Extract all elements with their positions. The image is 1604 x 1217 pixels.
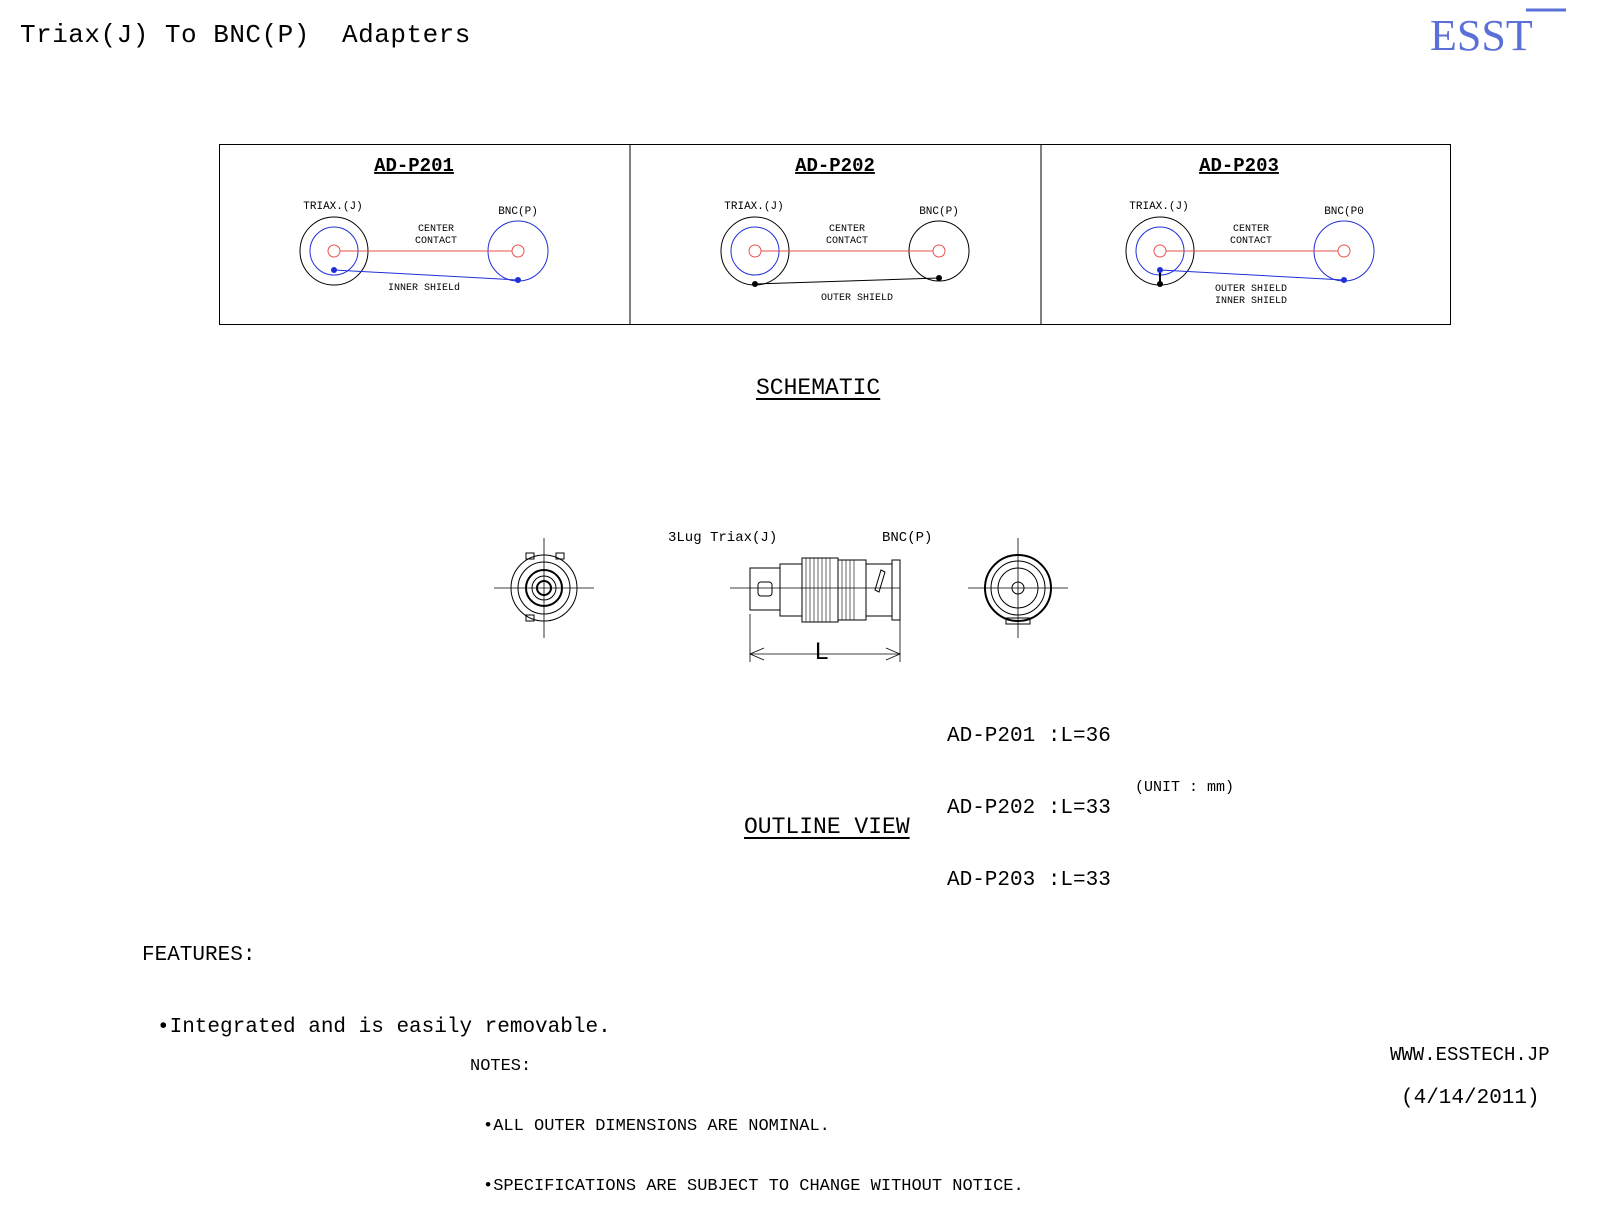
bnc-shield-node xyxy=(1341,277,1347,283)
panel-model-title: AD-P201 xyxy=(374,155,454,177)
inner-shield-label: INNER SHIELD xyxy=(1215,296,1287,307)
triax-label: TRIAX.(J) xyxy=(303,201,362,213)
schematic-panel-ad-p202: AD-P202 TRIAX.(J) BNC(P) CENTER CONTACT … xyxy=(720,155,970,304)
bnc-shield-node xyxy=(936,275,942,281)
schematic-table: AD-P201 TRIAX.(J) BNC(P) CENTER CONTACT … xyxy=(219,144,1451,325)
center-contact-label: CENTER xyxy=(1233,224,1269,235)
panel-model-title: AD-P202 xyxy=(795,155,875,177)
notes-heading: NOTES: xyxy=(470,1057,532,1076)
bnc-label: BNC(P) xyxy=(498,206,538,218)
esst-logo: ESST xyxy=(1430,8,1566,60)
dimension-list: AD-P201 :L=36 AD-P202 :L=33 AD-P203 :L=3… xyxy=(947,677,1111,917)
triax-end-view xyxy=(494,538,594,638)
bnc-center-pin xyxy=(1337,244,1351,258)
dimension-item: AD-P202 :L=33 xyxy=(947,797,1111,820)
shield-label: INNER SHIELd xyxy=(388,282,460,294)
bnc-center-pin xyxy=(932,244,946,258)
bnc-end-view xyxy=(968,538,1068,638)
features-section: FEATURES: •Integrated and is easily remo… xyxy=(142,896,611,1064)
website-text: WWW.ESSTECH.JP xyxy=(1390,1044,1550,1066)
panel-model-title: AD-P203 xyxy=(1199,155,1279,177)
triax-center-pin xyxy=(748,244,762,258)
dimension-item: AD-P201 :L=36 xyxy=(947,725,1111,748)
schematic-panel-ad-p201: AD-P201 TRIAX.(J) BNC(P) CENTER CONTACT … xyxy=(299,155,549,294)
logo-text: ESST xyxy=(1430,11,1533,60)
center-contact-label-2: CONTACT xyxy=(1230,236,1272,247)
dimension-item: AD-P203 :L=33 xyxy=(947,869,1111,892)
triax-label: TRIAX.(J) xyxy=(1129,201,1188,213)
features-heading: FEATURES: xyxy=(142,944,256,967)
document-title: Triax(J) To BNC(P) Adapters xyxy=(20,20,471,50)
shield-label: OUTER SHIELD xyxy=(821,293,893,304)
outline-section-title: OUTLINE VIEW xyxy=(744,814,910,840)
center-contact-label-2: CONTACT xyxy=(826,236,868,247)
notes-section: NOTES: •ALL OUTER DIMENSIONS ARE NOMINAL… xyxy=(470,1017,1024,1217)
outer-shield-label: OUTER SHIELD xyxy=(1215,284,1287,295)
triax-label: TRIAX.(J) xyxy=(724,201,783,213)
note-item: •ALL OUTER DIMENSIONS ARE NOMINAL. xyxy=(483,1117,830,1136)
dimension-symbol: L xyxy=(815,638,829,665)
bnc-center-pin xyxy=(511,244,525,258)
triax-center-pin xyxy=(1153,244,1167,258)
inner-shield-node xyxy=(331,267,337,273)
schematic-panel-ad-p203: AD-P203 TRIAX.(J) BNC(P0 CENTER CONTACT … xyxy=(1125,155,1375,307)
inner-shield-node xyxy=(1157,267,1163,273)
schematic-section-title: SCHEMATIC xyxy=(756,375,881,401)
bnc-shield-node xyxy=(515,277,521,283)
inner-shield-wire xyxy=(1159,269,1345,281)
outer-shield-node xyxy=(1157,281,1163,287)
triax-connector-label: 3Lug Triax(J) xyxy=(668,530,778,546)
center-contact-label-2: CONTACT xyxy=(415,236,457,247)
center-contact-label: CENTER xyxy=(418,224,454,235)
unit-note: (UNIT : mm) xyxy=(1135,779,1235,796)
bnc-label: BNC(P0 xyxy=(1324,206,1364,218)
outer-shield-node xyxy=(752,281,758,287)
adapter-side-view xyxy=(730,557,902,662)
document-date: (4/14/2011) xyxy=(1401,1087,1540,1110)
inner-shield-wire xyxy=(333,269,519,281)
outer-shield-wire xyxy=(754,277,940,285)
feature-item: •Integrated and is easily removable. xyxy=(157,1016,611,1039)
bnc-label: BNC(P) xyxy=(919,206,959,218)
note-item: •SPECIFICATIONS ARE SUBJECT TO CHANGE WI… xyxy=(483,1177,1024,1196)
triax-center-pin xyxy=(327,244,341,258)
outline-drawing xyxy=(494,538,1068,662)
bnc-connector-label: BNC(P) xyxy=(882,530,933,546)
center-contact-label: CENTER xyxy=(829,224,865,235)
